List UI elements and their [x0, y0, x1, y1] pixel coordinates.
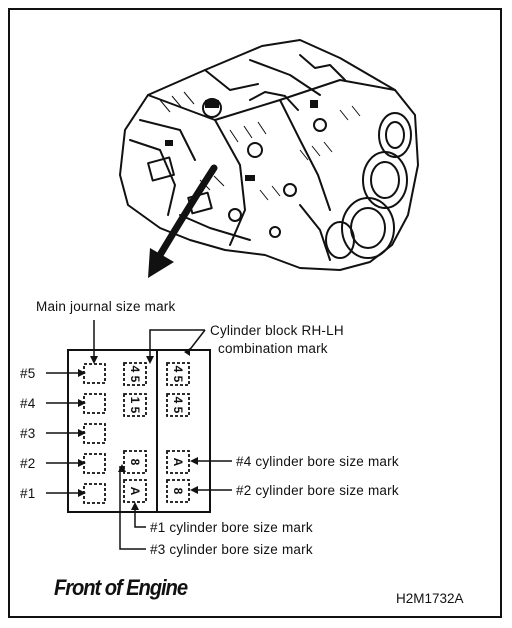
bore2-mark-box	[166, 479, 190, 503]
journal-label-1: #1	[20, 486, 36, 501]
right-mark-box-2	[166, 393, 190, 417]
mid-mark-box-2	[123, 393, 147, 417]
bore2-size-mark-label: #2 cylinder bore size mark	[236, 483, 399, 498]
bore1-size-mark-label: #1 cylinder bore size mark	[150, 520, 313, 535]
journal-mark-box-3	[83, 423, 106, 444]
journal-mark-box-5	[83, 363, 106, 384]
bore4-mark-box	[166, 450, 190, 474]
mark-location-diagram: 4 5 1 5 8 A 4 5 4 5 A 8	[0, 290, 512, 570]
bore3-mark-box	[123, 450, 147, 474]
block-outline	[67, 349, 211, 513]
journal-label-5: #5	[20, 366, 36, 381]
right-mark-box-1	[166, 362, 190, 386]
bore4-size-mark-label: #4 cylinder bore size mark	[236, 454, 399, 469]
mark-text-right-4: 8	[171, 488, 185, 495]
journal-mark-box-2	[83, 453, 106, 474]
journal-mark-box-1	[83, 483, 106, 504]
mark-text-right-2: 4 5	[171, 397, 185, 414]
mark-text-right-3: A	[171, 458, 185, 467]
main-journal-size-mark-label: Main journal size mark	[36, 299, 176, 314]
mark-text-mid-2: 1 5	[128, 397, 142, 414]
mark-text-right-1: 4 5	[171, 366, 185, 383]
cylinder-block-combination-label-line2: combination mark	[218, 341, 328, 356]
mark-text-mid-3: 8	[128, 459, 142, 466]
figure-code: H2M1732A	[396, 591, 464, 606]
journal-label-3: #3	[20, 426, 36, 441]
journal-mark-box-4	[83, 393, 106, 414]
journal-label-4: #4	[20, 396, 36, 411]
mid-mark-box-1	[123, 362, 147, 386]
mark-diagram-drawing: 4 5 1 5 8 A 4 5 4 5 A 8	[46, 320, 232, 550]
journal-label-2: #2	[20, 456, 36, 471]
cylinder-block-combination-label-line1: Cylinder block RH-LH	[210, 323, 344, 338]
front-of-engine-title: Front of Engine	[54, 575, 188, 600]
engine-block-illustration	[0, 0, 512, 290]
mark-text-mid-1: 4 5	[128, 366, 142, 383]
figure-frame	[8, 8, 502, 618]
engine-block-drawing	[119, 39, 419, 278]
mark-text-mid-4: A	[128, 487, 142, 496]
bore3-size-mark-label: #3 cylinder bore size mark	[150, 542, 313, 557]
